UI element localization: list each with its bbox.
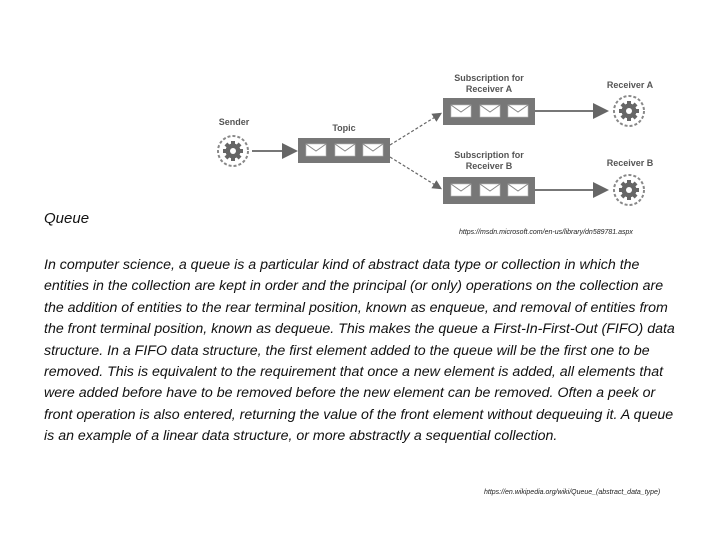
receiver-b-label: Receiver B [607,158,654,168]
subscription-a-label-line1: Subscription for [454,73,524,83]
receiver-a-label: Receiver A [607,80,654,90]
topic-envelope-icon [334,143,356,157]
slide-title: Queue [44,210,90,227]
subscription-b-envelope-icon [479,183,501,197]
slide-body-text: In computer science, a queue is a partic… [44,257,675,445]
receiver-a-gear-icon [613,95,645,127]
sender-label: Sender [219,117,250,127]
topic-label: Topic [332,123,355,133]
source-caption-msdn: https://msdn.microsoft.com/en-us/library… [459,229,633,236]
subscription-a-envelope-icon [450,104,472,118]
topic-to-subscription-b-arrow [389,156,443,190]
topic-to-subscription-a-arrow [389,112,443,146]
sender-gear-icon [217,135,249,167]
topic-envelope-icon [305,143,327,157]
subscription-b-label-line1: Subscription for [454,150,524,160]
source-caption-wikipedia: https://en.wikipedia.org/wiki/Queue_(abs… [484,489,661,496]
topic-envelope-icon [362,143,384,157]
subscription-a-label-line2: Receiver A [466,84,513,94]
subscription-b-envelope-icon [450,183,472,197]
subscription-a-envelope-icon [507,104,529,118]
receiver-b-gear-icon [613,174,645,206]
subscription-b-label-line2: Receiver B [466,161,513,171]
subscription-a-envelope-icon [479,104,501,118]
pub-sub-diagram: Sender Topic Subscription for Receiver A… [217,73,654,206]
subscription-b-envelope-icon [507,183,529,197]
